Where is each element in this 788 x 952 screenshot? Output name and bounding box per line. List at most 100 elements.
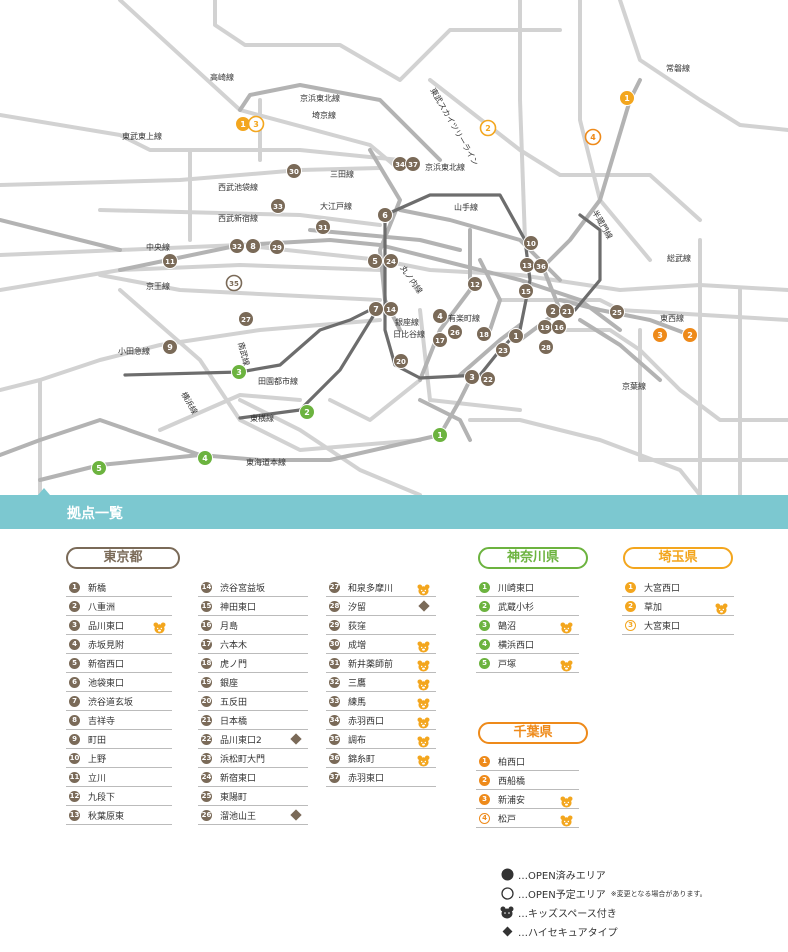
location-marker[interactable]: 12 — [467, 276, 483, 292]
location-name: 柏西口 — [498, 757, 526, 768]
location-marker[interactable]: 7 — [368, 301, 384, 317]
location-number: 2 — [479, 774, 490, 786]
line-label: 高崎線 — [210, 72, 234, 82]
location-marker[interactable]: 35 — [225, 274, 243, 292]
location-marker[interactable]: 4 — [584, 128, 602, 146]
location-marker[interactable]: 1 — [508, 328, 524, 344]
marker-number: 36 — [536, 263, 546, 271]
marker-number: 35 — [229, 280, 239, 288]
location-marker[interactable]: 32 — [229, 238, 245, 254]
location-marker[interactable]: 4 — [197, 450, 213, 466]
location-marker[interactable]: 3 — [464, 369, 480, 385]
location-marker[interactable]: 28 — [538, 339, 554, 355]
location-marker[interactable]: 10 — [523, 235, 539, 251]
location-number: 22 — [201, 733, 212, 745]
line-label: 西武新宿線 — [218, 213, 258, 223]
location-marker[interactable]: 37 — [405, 156, 421, 172]
location-name: 荻窪 — [348, 621, 367, 632]
location-name: 銀座 — [220, 678, 239, 689]
location-marker[interactable]: 2 — [545, 303, 561, 319]
location-marker[interactable]: 24 — [383, 253, 399, 269]
location-number: 15 — [201, 600, 212, 612]
location-marker[interactable]: 25 — [609, 304, 625, 320]
location-marker[interactable]: 26 — [447, 324, 463, 340]
location-name: 鵠沼 — [498, 621, 517, 632]
location-marker[interactable]: 21 — [559, 303, 575, 319]
location-number: 23 — [201, 752, 212, 764]
location-marker[interactable]: 13 — [519, 257, 535, 273]
location-marker[interactable]: 36 — [533, 258, 549, 274]
location-marker[interactable]: 22 — [480, 371, 496, 387]
location-marker[interactable]: 15 — [518, 283, 534, 299]
location-marker[interactable]: 16 — [551, 319, 567, 335]
location-name: 新宿東口 — [220, 773, 257, 784]
location-marker[interactable]: 27 — [238, 311, 254, 327]
location-marker[interactable]: 5 — [91, 460, 107, 476]
location-number: 30 — [329, 638, 340, 650]
location-marker[interactable]: 23 — [495, 342, 511, 358]
location-marker[interactable]: 3 — [247, 115, 265, 133]
marker-number: 19 — [540, 324, 550, 332]
location-name: 汐留 — [348, 602, 367, 613]
line-label: 西武池袋線 — [218, 182, 258, 192]
marker-number: 7 — [373, 305, 379, 314]
marker-number: 2 — [304, 408, 310, 417]
location-number: 37 — [329, 771, 340, 783]
pref-kanagawa-title: 神奈川県 — [478, 547, 588, 569]
location-marker[interactable]: 4 — [432, 308, 448, 324]
high-security-diamond-icon — [290, 809, 302, 821]
location-marker[interactable]: 11 — [162, 253, 178, 269]
location-marker[interactable]: 9 — [162, 339, 178, 355]
location-marker[interactable]: 33 — [270, 198, 286, 214]
location-marker[interactable]: 6 — [377, 207, 393, 223]
location-number: 21 — [201, 714, 212, 726]
marker-number: 4 — [202, 454, 208, 463]
marker-number: 30 — [289, 168, 299, 176]
location-marker[interactable]: 1 — [432, 427, 448, 443]
location-marker[interactable]: 19 — [537, 319, 553, 335]
location-marker[interactable]: 14 — [383, 301, 399, 317]
location-marker[interactable]: 18 — [476, 326, 492, 342]
location-name: 吉祥寺 — [88, 716, 116, 727]
marker-number: 21 — [562, 308, 572, 316]
marker-number: 29 — [272, 244, 282, 252]
location-marker[interactable]: 30 — [286, 163, 302, 179]
location-number: 16 — [201, 619, 212, 631]
location-marker[interactable]: 8 — [245, 238, 261, 254]
location-marker[interactable]: 3 — [231, 364, 247, 380]
location-marker[interactable]: 31 — [315, 219, 331, 235]
location-marker[interactable]: 29 — [269, 239, 285, 255]
line-label: 東武東上線 — [122, 131, 162, 141]
location-marker[interactable]: 2 — [479, 119, 497, 137]
location-marker[interactable]: 3 — [652, 327, 668, 343]
line-label: 銀座線 — [395, 317, 419, 327]
kids-space-bear-icon — [417, 676, 430, 691]
marker-number: 26 — [450, 329, 460, 337]
location-marker[interactable]: 5 — [367, 253, 383, 269]
location-marker[interactable]: 20 — [393, 353, 409, 369]
location-marker[interactable]: 1 — [619, 90, 635, 106]
location-name: 成増 — [348, 640, 367, 651]
location-marker[interactable]: 1 — [235, 116, 251, 132]
marker-number: 4 — [437, 312, 443, 321]
line-label: 埼京線 — [312, 110, 336, 120]
location-name: 品川東口2 — [220, 735, 262, 746]
location-marker[interactable]: 2 — [682, 327, 698, 343]
location-name: 武蔵小杉 — [498, 602, 535, 613]
location-marker[interactable]: 2 — [299, 404, 315, 420]
marker-number: 33 — [273, 203, 283, 211]
location-marker[interactable]: 17 — [432, 332, 448, 348]
